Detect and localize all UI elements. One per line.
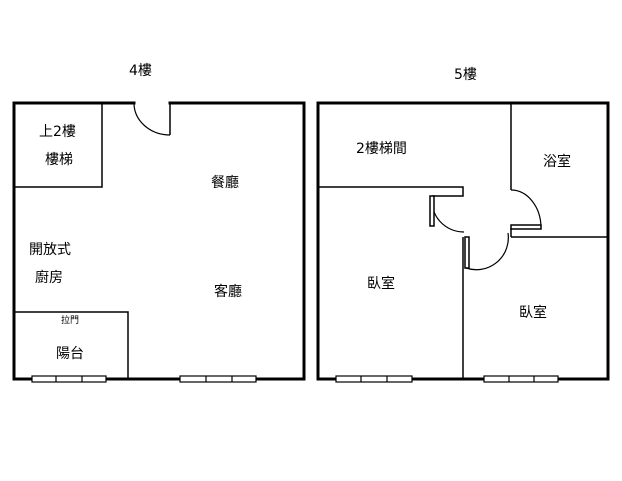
floor5-bedroom-left-label: 臥室 bbox=[367, 276, 395, 292]
floor4-balcony-wall bbox=[14, 311, 129, 379]
floor4-kitchen-label-line1: 開放式 bbox=[29, 242, 71, 258]
floor5-bedroom-left-door-swing bbox=[431, 195, 465, 233]
floor5-title: 5樓 bbox=[454, 67, 477, 83]
floor4-kitchen-label-line2: 廚房 bbox=[35, 270, 63, 286]
floor4-living-label: 客廳 bbox=[214, 284, 242, 300]
floor5-stairwell-label: 2樓梯間 bbox=[356, 141, 407, 157]
floor5-stairwell-wall bbox=[318, 186, 464, 197]
floor5-bedroom-right-door-swing bbox=[465, 232, 509, 271]
floor4-title: 4樓 bbox=[129, 63, 152, 79]
floor4-entry-door-swing bbox=[133, 102, 171, 136]
floor5-left-window bbox=[335, 375, 413, 383]
floor5-bathroom-door-leaf bbox=[510, 224, 542, 230]
floor4-sliding-door-label: 拉門 bbox=[61, 316, 80, 326]
floor5-bathroom-door-swing bbox=[510, 189, 542, 229]
floor4-dining-label: 餐廳 bbox=[211, 175, 239, 191]
floor5-bathroom-label: 浴室 bbox=[543, 154, 571, 170]
floor4-plan bbox=[12, 101, 306, 383]
floor4-balcony-window bbox=[31, 375, 107, 383]
floor4-stair-label: 樓梯 bbox=[45, 152, 73, 168]
floor5-bedroom-left-door-leaf bbox=[429, 195, 435, 227]
floor4-stair-box bbox=[14, 103, 103, 188]
floor5-plan bbox=[316, 101, 610, 383]
floor5-bedroom-right-door-leaf bbox=[464, 236, 470, 269]
floor4-balcony-label: 陽台 bbox=[56, 346, 84, 362]
floor4-outer-wall bbox=[12, 101, 306, 381]
floor5-bedroom-right-label: 臥室 bbox=[519, 305, 547, 321]
floor4-living-window bbox=[179, 375, 257, 383]
floor5-right-window bbox=[483, 375, 559, 383]
floor4-stair-up-label: 上2樓 bbox=[39, 124, 76, 140]
